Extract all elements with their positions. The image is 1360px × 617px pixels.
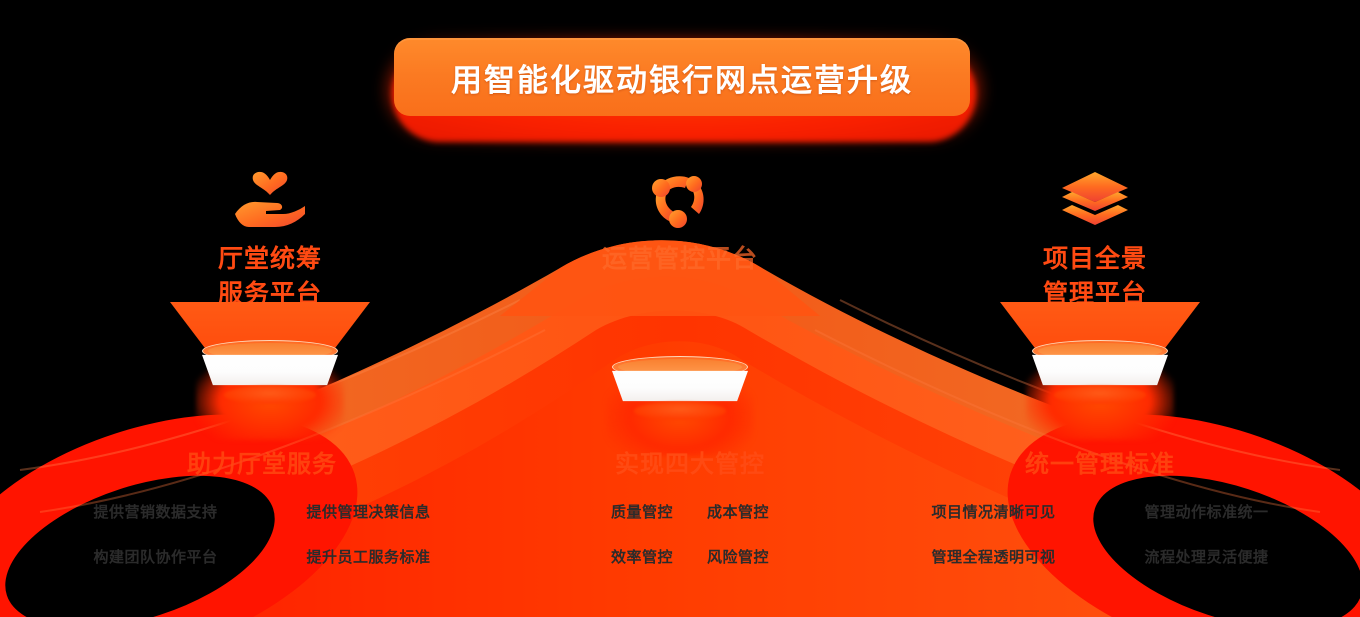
funnel-center-bowl	[612, 356, 748, 420]
list-item: 构建团队协作平台	[93, 549, 218, 566]
funnel-center	[580, 318, 780, 458]
group-right: 统一管理标准 项目情况清晰可见 管理动作标准统一 管理全程透明可视 流程处理灵活…	[900, 444, 1300, 567]
bowl-base-glow	[1054, 386, 1146, 404]
list-item: 管理全程透明可视	[931, 549, 1056, 566]
group-center-heading: 实现四大管控	[615, 451, 765, 478]
list-item: 质量管控	[610, 504, 673, 521]
pillar-center-title: 运营管控平台	[601, 245, 758, 273]
list-item: 管理动作标准统一	[1144, 504, 1269, 521]
funnel-left-bowl	[202, 340, 338, 404]
list-item: 提供营销数据支持	[93, 504, 218, 521]
funnel-right-bowl	[1032, 340, 1168, 404]
collaboration-network-icon	[550, 166, 810, 228]
list-item: 风险管控	[707, 549, 770, 566]
group-left-heading: 助力厅堂服务	[187, 451, 337, 478]
funnel-right	[1000, 302, 1200, 442]
group-right-items: 项目情况清晰可见 管理动作标准统一 管理全程透明可视 流程处理灵活便捷	[900, 501, 1300, 567]
pillar-right-title: 项目全景 管理平台	[1042, 245, 1147, 308]
list-item: 项目情况清晰可见	[931, 504, 1056, 521]
pillar-center: 运营管控平台	[550, 166, 810, 277]
pillar-right: 项目全景 管理平台	[965, 166, 1225, 311]
bowl-body	[202, 354, 338, 386]
group-left: 助力厅堂服务 提供营销数据支持 提供管理决策信息 构建团队协作平台 提升员工服务…	[62, 444, 462, 567]
pillar-left-title: 厅堂统筹 服务平台	[217, 245, 322, 308]
group-center-items: 质量管控 成本管控 效率管控 风险管控	[560, 501, 820, 567]
heart-in-hand-icon	[140, 166, 400, 228]
bowl-body	[1032, 354, 1168, 386]
stacked-layers-icon	[965, 166, 1225, 228]
group-left-items: 提供营销数据支持 提供管理决策信息 构建团队协作平台 提升员工服务标准	[62, 501, 462, 567]
main-title-banner: 用智能化驱动银行网点运营升级	[386, 32, 982, 142]
list-item: 效率管控	[610, 549, 673, 566]
list-item: 提升员工服务标准	[306, 549, 431, 566]
pillar-left: 厅堂统筹 服务平台	[140, 166, 400, 311]
list-item: 流程处理灵活便捷	[1144, 549, 1269, 566]
funnel-left	[170, 302, 370, 442]
bowl-base-glow	[634, 402, 726, 420]
list-item: 成本管控	[707, 504, 770, 521]
group-right-heading: 统一管理标准	[1025, 451, 1175, 478]
bowl-base-glow	[224, 386, 316, 404]
page-title: 用智能化驱动银行网点运营升级	[451, 62, 913, 98]
title-pill: 用智能化驱动银行网点运营升级	[394, 38, 970, 116]
list-item: 提供管理决策信息	[306, 504, 431, 521]
group-center: 实现四大管控 质量管控 成本管控 效率管控 风险管控	[560, 444, 820, 567]
bowl-body	[612, 370, 748, 402]
